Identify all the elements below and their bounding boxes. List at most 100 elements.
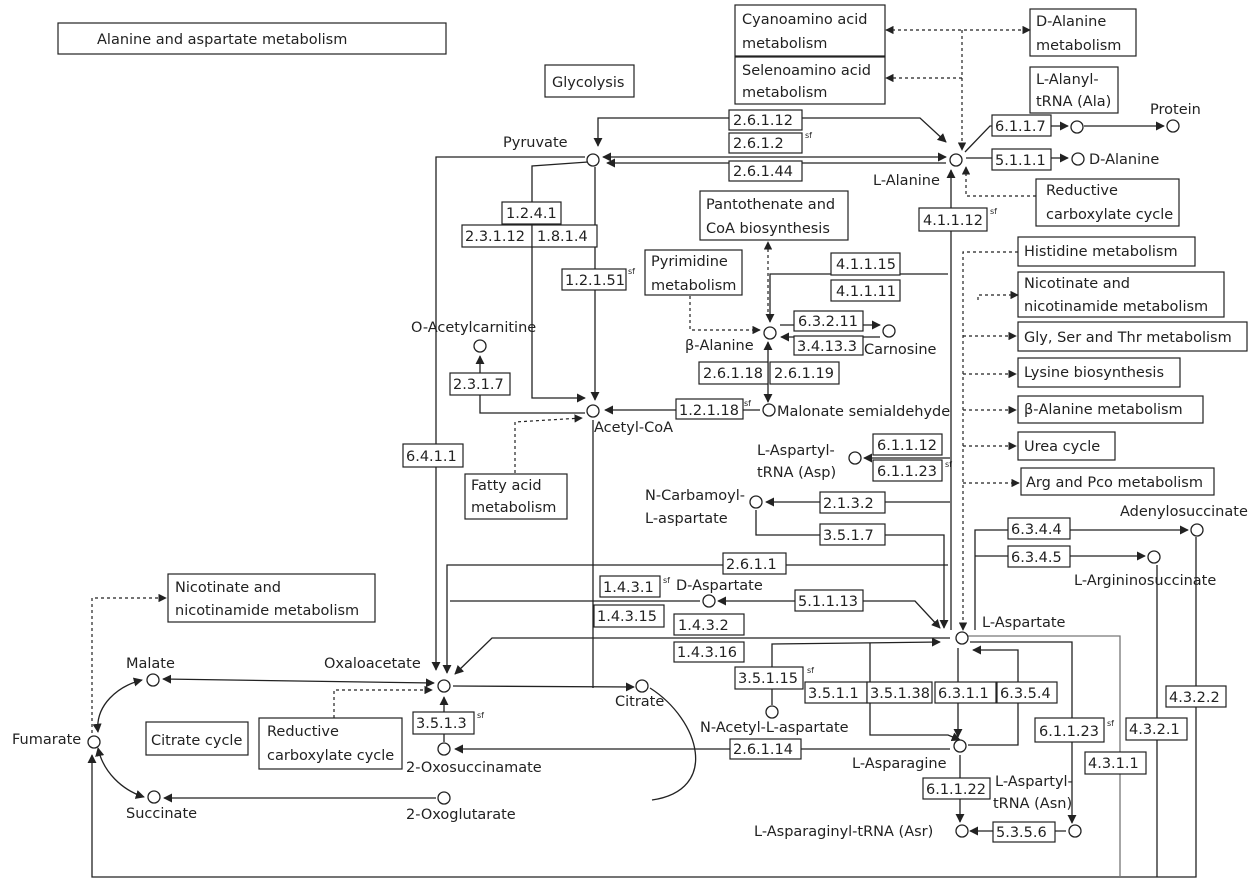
- svg-text:6.1.1.23: 6.1.1.23: [1039, 724, 1099, 740]
- svg-text:metabolism: metabolism: [742, 85, 827, 101]
- enzyme-2-3-1-7: 2.3.1.7: [449, 372, 511, 396]
- svg-text:sf: sf: [807, 666, 814, 675]
- svg-text:2.6.1.12: 2.6.1.12: [733, 113, 793, 129]
- pathway-histidine[interactable]: Histidine metabolism: [1017, 236, 1196, 267]
- enzyme-2-3-1-12: 2.3.1.12: [461, 224, 533, 248]
- pathway-beta-alanine[interactable]: β-Alanine metabolism: [1017, 395, 1204, 424]
- svg-text:carboxylate cycle: carboxylate cycle: [1046, 207, 1173, 223]
- pathway-nicotinate-left[interactable]: Nicotinate and nicotinamide metabolism: [167, 573, 376, 623]
- pathway-reductive-carboxylate-left[interactable]: Reductive carboxylate cycle: [258, 717, 403, 770]
- enzyme-2-6-1-1: 2.6.1.1: [722, 552, 787, 575]
- enzyme-boxes[interactable]: 2.6.1.12 2.6.1.2sf 2.6.1.44 6.1.1.7 5.1.…: [402, 109, 1227, 843]
- pathway-gly-ser-thr[interactable]: Gly, Ser and Thr metabolism: [1017, 321, 1248, 352]
- label-d-alanine: D-Alanine: [1089, 152, 1159, 168]
- svg-text:sf: sf: [628, 267, 635, 276]
- node-d-alanine: [1071, 152, 1085, 166]
- pathway-fatty-acid[interactable]: Fatty acid metabolism: [464, 473, 568, 520]
- svg-text:carboxylate cycle: carboxylate cycle: [267, 748, 394, 764]
- enzyme-4-3-2-2: 4.3.2.2: [1165, 685, 1227, 708]
- node-l-aspartyl-trna-asn: [1068, 824, 1082, 838]
- pathway-lysine[interactable]: Lysine biosynthesis: [1017, 357, 1181, 388]
- pathway-cyanoamino[interactable]: Cyanoamino acid metabolism: [734, 4, 886, 57]
- enzyme-1-4-3-16: 1.4.3.16: [673, 641, 745, 663]
- svg-text:Histidine metabolism: Histidine metabolism: [1024, 244, 1178, 260]
- node-carnosine: [882, 324, 896, 338]
- label-fumarate: Fumarate: [12, 732, 81, 748]
- svg-text:Nicotinate and: Nicotinate and: [1024, 276, 1130, 292]
- enzyme-5-1-1-13: 5.1.1.13: [794, 589, 864, 612]
- svg-text:D-Alanine: D-Alanine: [1036, 14, 1106, 30]
- reaction-lines: [87, 117, 1197, 878]
- label-citrate: Citrate: [615, 694, 664, 710]
- svg-text:Citrate cycle: Citrate cycle: [151, 733, 242, 749]
- svg-text:sf: sf: [945, 460, 952, 469]
- pathway-pyrimidine[interactable]: Pyrimidine metabolism: [644, 249, 743, 296]
- pathway-citrate-cycle[interactable]: Citrate cycle: [145, 721, 249, 756]
- svg-text:2.6.1.1: 2.6.1.1: [726, 557, 777, 573]
- svg-text:4.3.2.2: 4.3.2.2: [1169, 690, 1220, 706]
- pathway-nicotinate-right[interactable]: Nicotinate and nicotinamide metabolism: [1017, 271, 1225, 318]
- svg-text:5.3.5.6: 5.3.5.6: [996, 825, 1047, 841]
- pathway-l-alanyl-trna[interactable]: L-Alanyl- tRNA (Ala): [1029, 66, 1119, 114]
- svg-text:1.4.3.15: 1.4.3.15: [597, 609, 657, 625]
- svg-text:3.5.1.3: 3.5.1.3: [416, 716, 467, 732]
- label-n-carbamoyl-1: N-Carbamoyl-: [645, 488, 745, 504]
- label-oxaloacetate: Oxaloacetate: [324, 656, 421, 672]
- node-d-aspartate: [702, 594, 716, 608]
- pathway-d-alanine[interactable]: D-Alanine metabolism: [1029, 8, 1137, 57]
- svg-text:sf: sf: [744, 399, 751, 408]
- node-beta-alanine: [763, 326, 777, 340]
- node-oxaloacetate: [437, 679, 451, 693]
- pathway-arg-pro[interactable]: Arg and Pco metabolism: [1020, 467, 1215, 496]
- label-l-aspartate: L-Aspartate: [982, 615, 1066, 631]
- svg-text:2.3.1.7: 2.3.1.7: [453, 377, 504, 393]
- enzyme-6-4-1-1: 6.4.1.1: [402, 443, 464, 468]
- svg-text:6.1.1.12: 6.1.1.12: [877, 438, 937, 454]
- svg-text:sf: sf: [663, 576, 670, 585]
- svg-text:6.1.1.7: 6.1.1.7: [995, 119, 1046, 135]
- svg-text:nicotinamide metabolism: nicotinamide metabolism: [175, 603, 359, 619]
- node-l-aspartyl-trna-asp: [848, 451, 862, 465]
- enzyme-3-5-1-38: 3.5.1.38: [866, 681, 933, 704]
- svg-text:Selenoamino acid: Selenoamino acid: [742, 63, 871, 79]
- svg-text:Lysine biosynthesis: Lysine biosynthesis: [1024, 365, 1164, 381]
- enzyme-2-6-1-14: 2.6.1.14: [729, 738, 802, 760]
- svg-text:Glycolysis: Glycolysis: [552, 75, 624, 91]
- svg-text:1.2.1.51: 1.2.1.51: [565, 273, 625, 289]
- node-2-oxosuccinamate: [437, 742, 451, 756]
- dashed-links: [91, 25, 1036, 733]
- compound-nodes[interactable]: [87, 119, 1204, 838]
- svg-text:2.6.1.2: 2.6.1.2: [733, 136, 784, 152]
- enzyme-6-1-1-7: 6.1.1.7: [991, 114, 1052, 137]
- label-n-acetyl-l-aspartate: N-Acetyl-L-aspartate: [700, 720, 849, 736]
- enzyme-1-2-1-18: 1.2.1.18 sf: [675, 398, 751, 420]
- pathway-reductive-carboxylate-right[interactable]: Reductive carboxylate cycle: [1035, 178, 1180, 227]
- pathway-selenoamino[interactable]: Selenoamino acid metabolism: [734, 56, 886, 105]
- svg-text:Reductive: Reductive: [267, 724, 339, 740]
- svg-text:6.3.5.4: 6.3.5.4: [1000, 686, 1051, 702]
- enzyme-5-1-1-1: 5.1.1.1: [991, 148, 1052, 171]
- node-fumarate: [87, 735, 101, 749]
- svg-text:1.2.1.18: 1.2.1.18: [679, 403, 739, 419]
- svg-text:sf: sf: [477, 711, 484, 720]
- label-o-acetylcarnitine: O-Acetylcarnitine: [411, 320, 536, 336]
- enzyme-1-2-4-1: 1.2.4.1: [501, 201, 562, 225]
- node-o-acetylcarnitine: [473, 339, 487, 353]
- svg-text:5.1.1.13: 5.1.1.13: [798, 594, 858, 610]
- pathway-glycolysis[interactable]: Glycolysis: [544, 64, 635, 98]
- node-acetyl-coa: [586, 404, 600, 418]
- svg-text:Urea cycle: Urea cycle: [1024, 439, 1100, 455]
- svg-text:tRNA (Ala): tRNA (Ala): [1036, 94, 1111, 110]
- node-succinate: [147, 790, 161, 804]
- node-l-alanine: [949, 153, 963, 167]
- pathway-pantothenate[interactable]: Pantothenate and CoA biosynthesis: [699, 190, 849, 241]
- pathway-urea-cycle[interactable]: Urea cycle: [1017, 431, 1116, 461]
- svg-text:L-Alanyl-: L-Alanyl-: [1036, 72, 1099, 88]
- node-protein: [1166, 119, 1180, 133]
- svg-text:Fatty acid: Fatty acid: [471, 478, 542, 494]
